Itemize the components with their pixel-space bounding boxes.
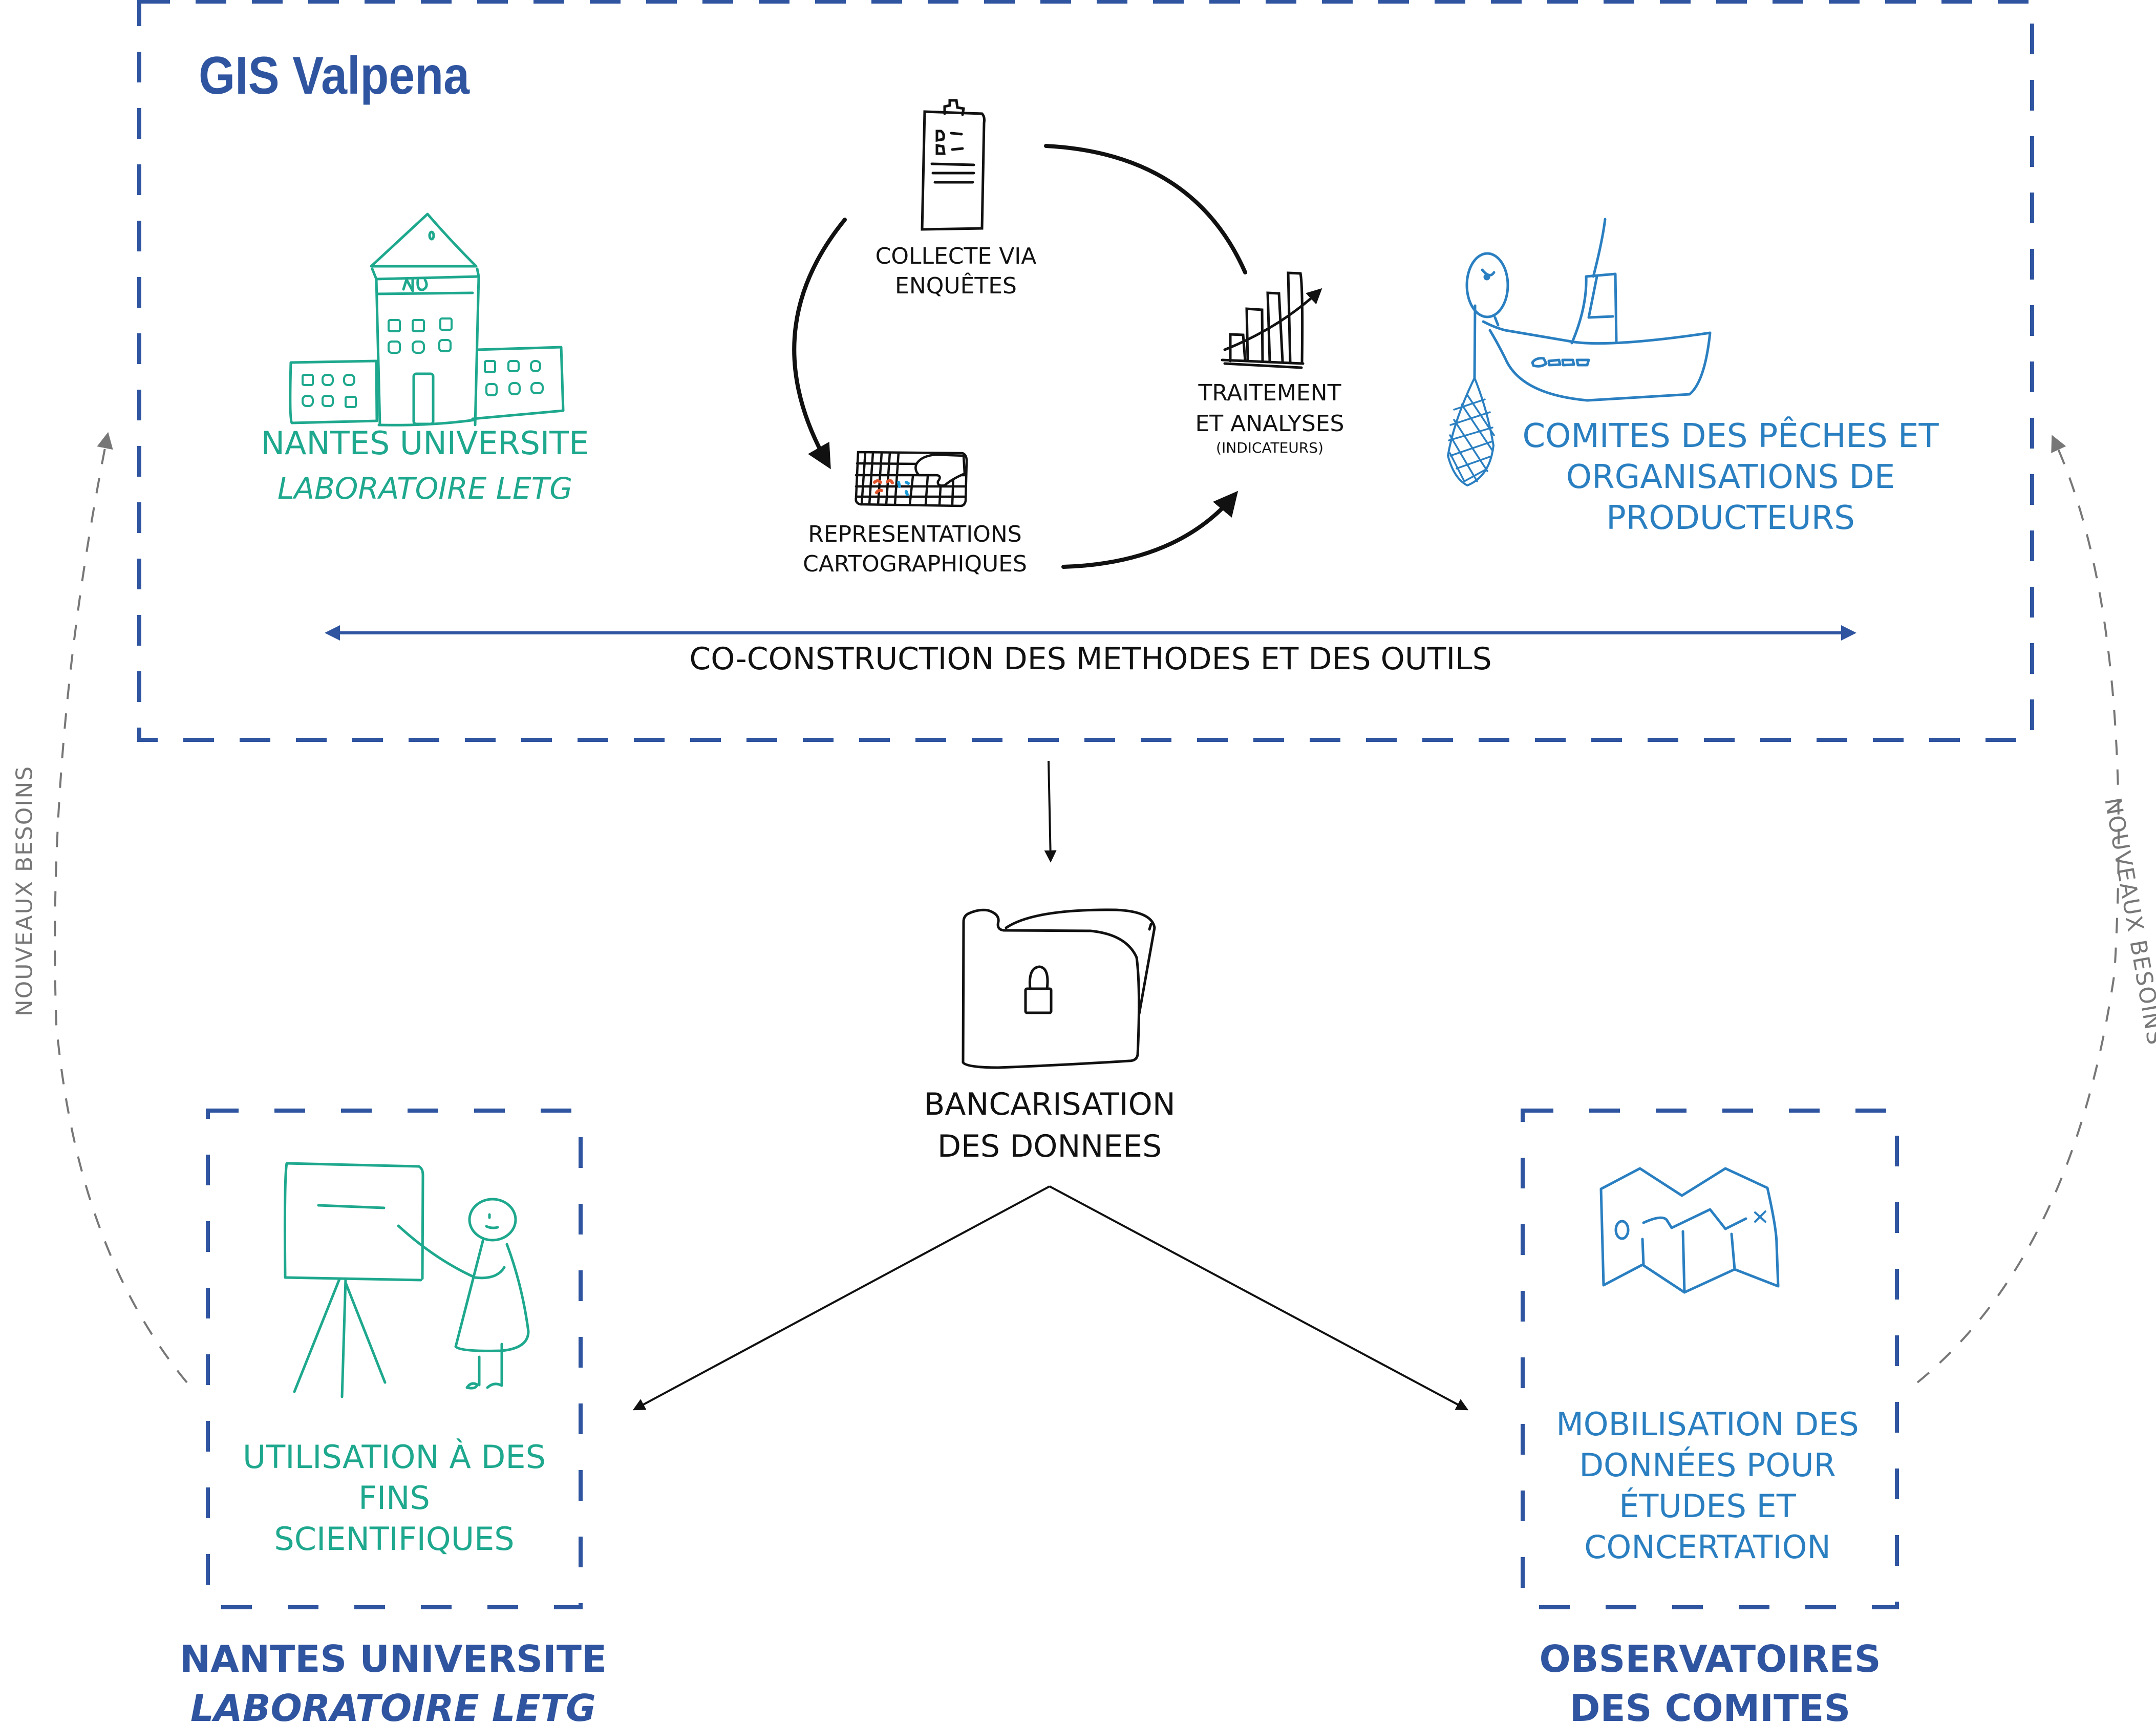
- presenter-board-icon: [283, 1162, 530, 1398]
- grid-map-icon: [855, 451, 968, 507]
- storage-label-line-2: DES DONNEES: [937, 1129, 1162, 1164]
- output-data-mobilisation-line-4: CONCERTATION: [1584, 1528, 1831, 1566]
- cycle-step-traitement-line-1: TRAITEMENT: [1198, 380, 1341, 406]
- arrow-to-observatories: [1049, 1185, 1469, 1411]
- observatories-frame: [1521, 1109, 1899, 1609]
- partner-fisheries-line-2: ORGANISATIONS DE: [1566, 458, 1895, 496]
- storage-label: BANCARISATION DES DONNEES: [906, 1083, 1193, 1167]
- cycle-arrow-representations-to-traitement: [1061, 491, 1239, 569]
- arrow-to-scientific-use: [632, 1185, 1050, 1411]
- partner-fisheries-line-3: PRODUCTEURS: [1606, 499, 1855, 537]
- owner-observatories-sub: DES COMITES: [1569, 1687, 1851, 1724]
- partner-fisheries-line-1: COMITES DES PÊCHES ET: [1522, 417, 1939, 455]
- cycle-step-collecte: COLLECTE VIA ENQUÊTES: [853, 242, 1058, 301]
- feedback-arc-right: [1916, 435, 2120, 1384]
- cycle-step-traitement-line-2: ET ANALYSES: [1195, 411, 1344, 437]
- cycle-step-representations: REPRESENTATIONS CARTOGRAPHIQUES: [782, 520, 1048, 579]
- co-construction-text: CO-CONSTRUCTION DES METHODES ET DES OUTI…: [689, 641, 1492, 677]
- owner-university: NANTES UNIVERSITE LABORATOIRE LETG: [163, 1634, 624, 1724]
- cycle-step-collecte-line-2: ENQUÊTES: [895, 273, 1017, 299]
- scientific-use-frame: [206, 1109, 583, 1609]
- cycle-arrow-collecte-to-representations: [792, 218, 847, 470]
- cycle-step-representations-line-2: CARTOGRAPHIQUES: [803, 551, 1027, 577]
- bar-chart-trend-icon: [1221, 271, 1322, 369]
- cycle-arrows: [792, 144, 1247, 569]
- output-data-mobilisation-line-2: DONNÉES POUR: [1579, 1446, 1836, 1484]
- partner-university-name: NANTES UNIVERSITE: [261, 424, 589, 462]
- output-scientific-use-line-1: UTILISATION À DES: [243, 1438, 546, 1476]
- partner-fisheries: COMITES DES PÊCHES ET ORGANISATIONS DE P…: [1515, 416, 1946, 539]
- owner-observatories-name: OBSERVATOIRES: [1539, 1637, 1881, 1680]
- output-data-mobilisation: MOBILISATION DES DONNÉES POUR ÉTUDES ET …: [1528, 1404, 1887, 1568]
- arrow-to-storage: [1044, 760, 1057, 863]
- cycle-arrow-collecte-to-traitement: [1044, 144, 1247, 274]
- partner-university-lab: LABORATOIRE LETG: [277, 471, 573, 506]
- cycle-step-representations-line-1: REPRESENTATIONS: [808, 521, 1022, 547]
- clipboard-survey-icon: [921, 99, 986, 231]
- university-building-icon: [289, 212, 565, 427]
- output-data-mobilisation-line-1: MOBILISATION DES: [1556, 1406, 1859, 1443]
- cycle-step-traitement: TRAITEMENT ET ANALYSES (INDICATEURS): [1172, 378, 1367, 457]
- cycle-step-traitement-note: (INDICATEURS): [1216, 439, 1324, 456]
- output-scientific-use: UTILISATION À DES FINS SCIENTIFIQUES: [215, 1437, 573, 1560]
- owner-observatories: OBSERVATOIRES DES COMITES: [1480, 1634, 1940, 1724]
- gis-frame: [137, 0, 2034, 742]
- folded-map-icon: [1599, 1167, 1780, 1294]
- owner-university-lab: LABORATOIRE LETG: [190, 1687, 596, 1724]
- output-data-mobilisation-line-3: ÉTUDES ET: [1619, 1487, 1796, 1525]
- feedback-arc-left: [54, 432, 188, 1384]
- cycle-step-collecte-line-1: COLLECTE VIA: [875, 243, 1037, 269]
- owner-university-name: NANTES UNIVERSITE: [179, 1637, 607, 1680]
- output-scientific-use-line-2: FINS: [358, 1479, 430, 1517]
- fishing-boat-net-icon: [1447, 218, 1712, 486]
- feedback-label-left: NOUVEAUX BESOINS: [11, 765, 38, 1017]
- output-scientific-use-line-3: SCIENTIFIQUES: [274, 1520, 515, 1558]
- storage-label-line-1: BANCARISATION: [924, 1087, 1176, 1122]
- partner-university: NANTES UNIVERSITE LABORATOIRE LETG: [246, 421, 604, 511]
- co-construction-label: CO-CONSTRUCTION DES METHODES ET DES OUTI…: [579, 641, 1603, 677]
- locked-folder-icon: [962, 908, 1156, 1069]
- gis-title: GIS Valpena: [199, 46, 470, 105]
- distribution-arrows: [632, 1185, 1469, 1411]
